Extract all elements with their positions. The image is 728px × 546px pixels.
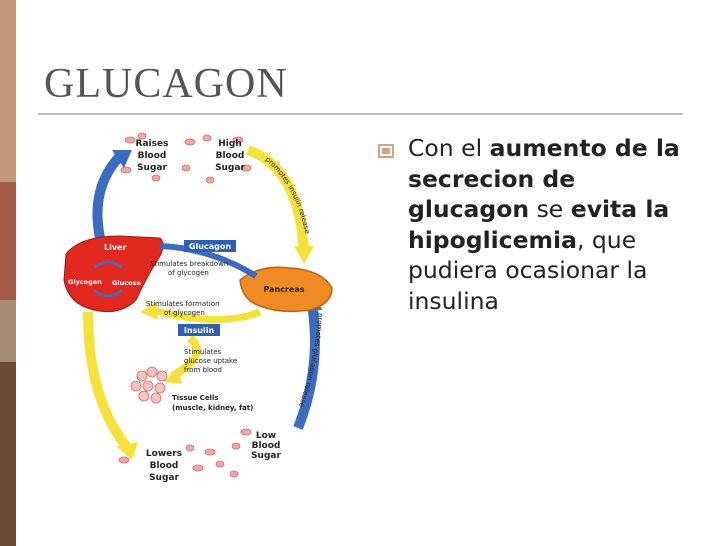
low-label-2: Blood (252, 441, 281, 451)
accent-segment-bottom (0, 362, 16, 546)
formation-label-1: Stimulates formation (146, 300, 220, 308)
bullet-square-icon (378, 144, 394, 158)
lowers-label-2: Blood (150, 461, 179, 471)
liver-shape (63, 235, 164, 313)
bullet-bold-1: aumento de la secrecion de glucagon (408, 134, 680, 223)
raises-label-1: Raises (136, 139, 169, 149)
left-accent-bar (0, 0, 16, 546)
high-label-2: Blood (216, 151, 245, 161)
raises-label-2: Blood (138, 151, 167, 161)
liver-label: Liver (104, 243, 126, 252)
tissue-label-1: Tissue Cells (172, 394, 219, 402)
bullet-item: Con el aumento de la secrecion de glucag… (408, 133, 693, 316)
title-divider (38, 113, 683, 115)
arrow-head-pancreas (294, 246, 314, 264)
insulin-label: Insulin (184, 326, 215, 335)
lowers-label-3: Sugar (149, 473, 179, 483)
arrow-head-raises (112, 150, 132, 168)
high-label-1: High (218, 139, 241, 149)
liver-cycle-arrow-top (93, 260, 123, 269)
glucagon-insulin-diagram: promotes insulin release promotes glucag… (63, 132, 333, 483)
breakdown-label-2: of glycogen (168, 269, 209, 277)
bullet-text-1: Con el (408, 134, 490, 162)
low-label-3: Sugar (251, 451, 281, 461)
uptake-label-3: from blood (184, 366, 222, 374)
formation-label-2: of glycogen (164, 309, 205, 317)
arrow-head-liver (140, 302, 158, 320)
arrow-low-to-pancreas (293, 303, 320, 430)
arrow-glucagon-to-liver (159, 243, 258, 279)
tissue-cells-cluster (130, 366, 168, 404)
arrow-head-tissue (164, 368, 182, 384)
pancreas-shape (239, 266, 333, 313)
blood-cells-top (120, 132, 252, 184)
glucagon-label-box (184, 240, 236, 252)
high-label-3: Sugar (215, 163, 245, 173)
arrow-liver-to-lowers (83, 311, 130, 450)
liver-cycle-arrow-bottom (93, 289, 123, 298)
glucagon-label: Glucagon (189, 242, 231, 251)
breakdown-label-1: Stimulates breakdown (150, 260, 228, 268)
lowers-label-1: Lowers (146, 449, 182, 459)
accent-segment-top (0, 0, 16, 182)
arrow-insulin-to-liver (151, 306, 262, 324)
arrow-head-lowers (116, 442, 138, 460)
blood-cells-bottom (118, 428, 252, 478)
bullet-text-2: se (529, 195, 571, 223)
pancreas-label: Pancreas (263, 285, 304, 294)
accent-segment-mid (0, 182, 16, 300)
arrow-liver-to-raises (92, 152, 124, 239)
bullet-text-3: , que pudiera ocasionar la insulina (408, 225, 648, 315)
arrow-high-to-pancreas (246, 145, 309, 255)
uptake-label-2: glucose uptake (184, 357, 237, 365)
glucose-label: Glucose (112, 279, 141, 287)
slide-title: GLUCAGON (44, 61, 288, 107)
insulin-label-box (178, 324, 220, 336)
glycogen-label: Glycogen (68, 278, 102, 286)
bullet-bold-2: evita la hipoglicemia (408, 195, 670, 254)
accent-segment-low (0, 300, 16, 362)
raises-label-3: Sugar (137, 163, 167, 173)
uptake-label-1: Stimulates (184, 348, 222, 356)
low-label-1: Low (256, 431, 276, 441)
tissue-label-2: (muscle, kidney, fat) (172, 404, 253, 412)
